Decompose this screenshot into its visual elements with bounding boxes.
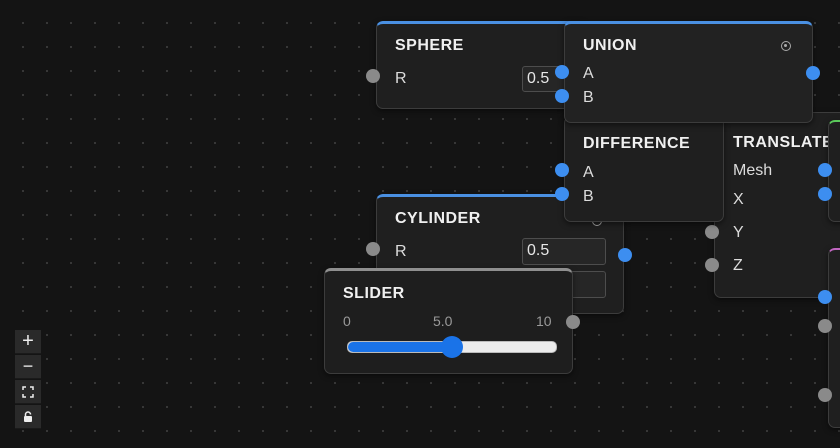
translate-mesh-label: Mesh xyxy=(733,162,773,179)
zoom-in-button[interactable]: + xyxy=(15,330,41,354)
slider-max-label: 10 xyxy=(536,313,552,329)
translate-y-port[interactable] xyxy=(705,225,719,239)
cylinder-r-label: R xyxy=(395,243,407,260)
cylinder-output-port[interactable] xyxy=(618,248,632,262)
sphere-r-input-port[interactable] xyxy=(366,69,380,83)
slider-track[interactable] xyxy=(347,336,557,358)
cylinder-r-input[interactable]: 0.5 xyxy=(522,238,606,265)
union-title: UNION xyxy=(583,37,638,54)
translate-z-label: Z xyxy=(733,257,743,274)
lock-icon xyxy=(24,410,32,422)
cylinder-r-input-port[interactable] xyxy=(366,242,380,256)
sphere-r-label: R xyxy=(395,70,407,87)
zoom-out-button[interactable]: − xyxy=(15,355,41,379)
union-b-port[interactable] xyxy=(555,89,569,103)
slider-mid-label: 5.0 xyxy=(433,313,453,329)
slider-fill xyxy=(348,342,452,352)
slider-min-label: 0 xyxy=(343,313,351,329)
union-a-label: A xyxy=(583,65,594,82)
sphere-title: SPHERE xyxy=(395,37,464,54)
translate-title: TRANSLATE xyxy=(733,134,834,151)
union-node[interactable]: UNION A B xyxy=(564,21,813,123)
translate-node[interactable]: TRANSLATE Mesh X Y Z xyxy=(714,112,840,298)
offscreen-node-bottom-port-3[interactable] xyxy=(818,388,832,402)
difference-a-port[interactable] xyxy=(555,163,569,177)
offscreen-node-bottom-port-1[interactable] xyxy=(818,290,832,304)
difference-node[interactable]: DIFFERENCE A B xyxy=(564,116,724,222)
offscreen-node-top-port-b[interactable] xyxy=(818,187,832,201)
translate-y-label: Y xyxy=(733,224,744,241)
difference-title: DIFFERENCE xyxy=(583,135,691,152)
sphere-node[interactable]: SPHERE R 0.5 xyxy=(376,21,586,109)
fit-view-button[interactable] xyxy=(15,380,41,404)
offscreen-node-bottom-port-2[interactable] xyxy=(818,319,832,333)
lock-button[interactable] xyxy=(15,405,41,429)
translate-z-port[interactable] xyxy=(705,258,719,272)
slider-output-port[interactable] xyxy=(566,315,580,329)
cylinder-title: CYLINDER xyxy=(395,210,481,227)
union-visibility-icon[interactable] xyxy=(781,41,791,51)
union-a-port[interactable] xyxy=(555,65,569,79)
difference-b-port[interactable] xyxy=(555,187,569,201)
union-b-label: B xyxy=(583,89,594,106)
difference-b-label: B xyxy=(583,188,594,205)
offscreen-node-top-port-a[interactable] xyxy=(818,163,832,177)
slider-node[interactable]: SLIDER 0 5.0 10 xyxy=(324,268,573,374)
offscreen-node-bottom[interactable] xyxy=(828,248,840,428)
union-output-port[interactable] xyxy=(806,66,820,80)
translate-x-label: X xyxy=(733,191,744,208)
fit-view-icon xyxy=(22,385,34,398)
difference-a-label: A xyxy=(583,164,594,181)
slider-thumb[interactable] xyxy=(441,336,463,358)
slider-title: SLIDER xyxy=(343,285,405,302)
